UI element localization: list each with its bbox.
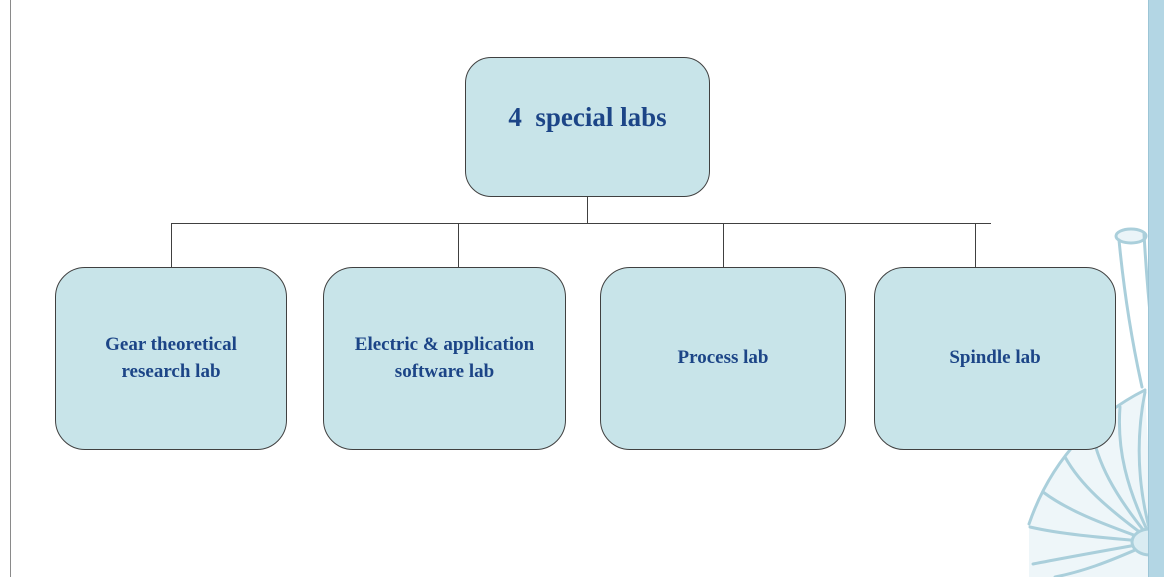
node-label: Electric & application software lab <box>354 333 535 382</box>
diagram-node-process-lab: Process lab <box>600 267 846 450</box>
connector-drop-gear-lab <box>171 223 172 267</box>
connector-drop-electric-lab <box>458 223 459 267</box>
diagram-node-gear-theoretical-research-lab: Gear theoretical research lab <box>55 267 287 450</box>
connector-root-drop <box>587 197 588 223</box>
bevel-gear-svg <box>1027 227 1150 577</box>
node-label: Gear theoretical research lab <box>105 333 237 382</box>
root-label: 4 special labs <box>508 101 667 132</box>
diagram-node-root: 4 special labs <box>465 57 710 197</box>
left-border-line <box>10 0 11 577</box>
diagram-node-spindle-lab: Spindle lab <box>874 267 1116 450</box>
right-side-strip <box>1148 0 1164 577</box>
bevel-gear-image <box>1025 222 1150 577</box>
connector-horizontal <box>171 223 991 224</box>
connector-drop-spindle-lab <box>975 223 976 267</box>
node-label: Process lab <box>677 347 769 369</box>
node-label: Spindle lab <box>949 347 1041 369</box>
diagram-node-electric-application-software-lab: Electric & application software lab <box>323 267 566 450</box>
connector-drop-process-lab <box>723 223 724 267</box>
